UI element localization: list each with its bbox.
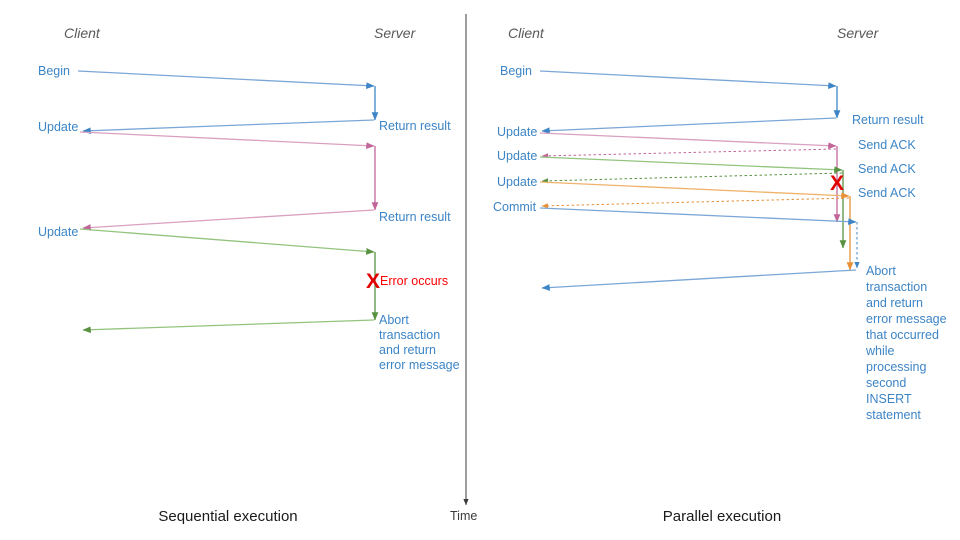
message-abort-return xyxy=(82,319,375,334)
message-label: Return result xyxy=(379,210,451,224)
note-line: Abort xyxy=(866,264,896,278)
message-line xyxy=(82,119,375,135)
message-label: Return result xyxy=(852,113,924,127)
message-line xyxy=(82,209,375,231)
message-update-request-1: Update xyxy=(38,120,375,150)
note-line: transaction xyxy=(866,280,927,294)
note-line: transaction xyxy=(379,328,440,342)
panel-caption-sequential: Sequential execution xyxy=(158,508,297,525)
message-label: Update xyxy=(497,125,537,139)
note-line: error message xyxy=(379,358,460,372)
note-line: while xyxy=(865,344,895,358)
message-label: Update xyxy=(497,175,537,189)
note-line: that occurred xyxy=(866,328,939,342)
message-label: Begin xyxy=(500,64,532,78)
message-update-request-3: Update xyxy=(497,175,850,200)
note-line: Abort xyxy=(379,313,409,327)
note-line: error message xyxy=(866,312,947,326)
message-update-request-2: Update xyxy=(497,149,843,174)
message-label: Update xyxy=(38,120,78,134)
message-abort-return xyxy=(541,269,857,291)
note-line: second xyxy=(866,376,906,390)
message-return-result-2: Return result xyxy=(82,209,451,231)
panel-caption-parallel: Parallel execution xyxy=(663,508,781,525)
message-label: Update xyxy=(38,225,78,239)
message-begin-request: Begin xyxy=(38,64,375,89)
time-axis: Time xyxy=(450,14,477,523)
message-line xyxy=(539,132,837,150)
message-line xyxy=(79,131,375,150)
message-update-request-1: Update xyxy=(497,125,837,150)
actor-label-client: Client xyxy=(64,25,101,41)
message-line xyxy=(539,181,850,200)
error-marker-label: Error occurs xyxy=(380,274,448,288)
note-line: INSERT xyxy=(866,392,912,406)
message-commit-request: Commit xyxy=(493,200,857,226)
note-line: and return xyxy=(866,296,923,310)
message-send-ack-2: Send ACK xyxy=(541,162,916,184)
message-return-result-1: Return result xyxy=(82,119,451,135)
actor-label-server: Server xyxy=(837,25,880,41)
message-line xyxy=(541,269,857,291)
message-begin-request: Begin xyxy=(500,64,837,89)
actor-label-client: Client xyxy=(508,25,545,41)
message-label: Begin xyxy=(38,64,70,78)
message-line xyxy=(82,319,375,334)
message-line xyxy=(77,70,375,89)
error-x-glyph: X xyxy=(830,172,844,195)
actor-label-server: Server xyxy=(374,25,417,41)
message-return-result: Return result xyxy=(541,113,924,135)
time-axis-layer: Time xyxy=(450,14,477,523)
message-line xyxy=(541,117,837,135)
message-label: Update xyxy=(497,149,537,163)
message-line xyxy=(541,172,843,184)
message-send-ack-3: Send ACK xyxy=(541,186,916,209)
message-send-ack-1: Send ACK xyxy=(541,138,916,159)
abort-note: Abort transaction and return error message t… xyxy=(865,264,947,422)
message-line xyxy=(541,148,837,159)
message-line xyxy=(539,207,857,226)
message-line xyxy=(539,70,837,89)
error-x-marker: X xyxy=(830,172,844,195)
note-line: statement xyxy=(866,408,921,422)
message-label: Send ACK xyxy=(858,162,916,176)
note-line: processing xyxy=(866,360,926,374)
message-label: Return result xyxy=(379,119,451,133)
message-label: Send ACK xyxy=(858,138,916,152)
message-label: Send ACK xyxy=(858,186,916,200)
time-axis-label: Time xyxy=(450,509,477,523)
message-line xyxy=(539,156,843,174)
error-x-glyph: X xyxy=(366,270,380,293)
message-label: Commit xyxy=(493,200,537,214)
message-line xyxy=(79,228,375,255)
note-line: and return xyxy=(379,343,436,357)
message-update-request-2: Update xyxy=(38,225,375,255)
message-line xyxy=(541,197,850,209)
